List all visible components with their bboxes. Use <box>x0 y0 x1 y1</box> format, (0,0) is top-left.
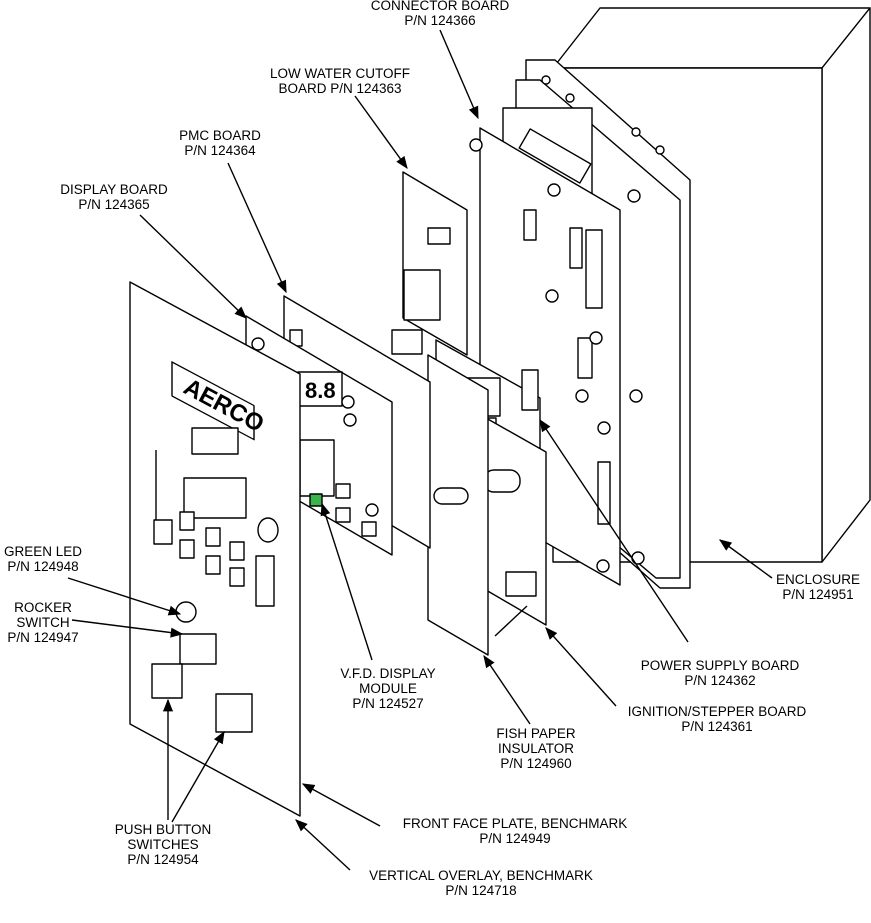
leader-fish <box>483 654 531 725</box>
leader-green-led <box>67 577 182 616</box>
low-water-cutoff-board <box>391 171 468 356</box>
leader-low-water <box>354 95 408 170</box>
leader-pmc <box>227 162 287 294</box>
leader-display <box>139 214 247 319</box>
leader-vertical <box>295 819 351 871</box>
ignition-stepper-board <box>483 417 547 637</box>
leader-enclosure <box>718 539 773 579</box>
leader-vfd <box>320 502 373 661</box>
leader-ignition <box>545 627 617 707</box>
fish-paper-insulator <box>427 354 489 656</box>
leader-connector <box>439 29 479 120</box>
leader-front-face <box>301 783 381 827</box>
front-face-plate <box>129 281 301 817</box>
leader-rocker <box>71 619 184 638</box>
svg-text:8.8: 8.8 <box>305 378 336 403</box>
leader-push-2 <box>171 730 225 823</box>
leader-power <box>539 418 689 643</box>
